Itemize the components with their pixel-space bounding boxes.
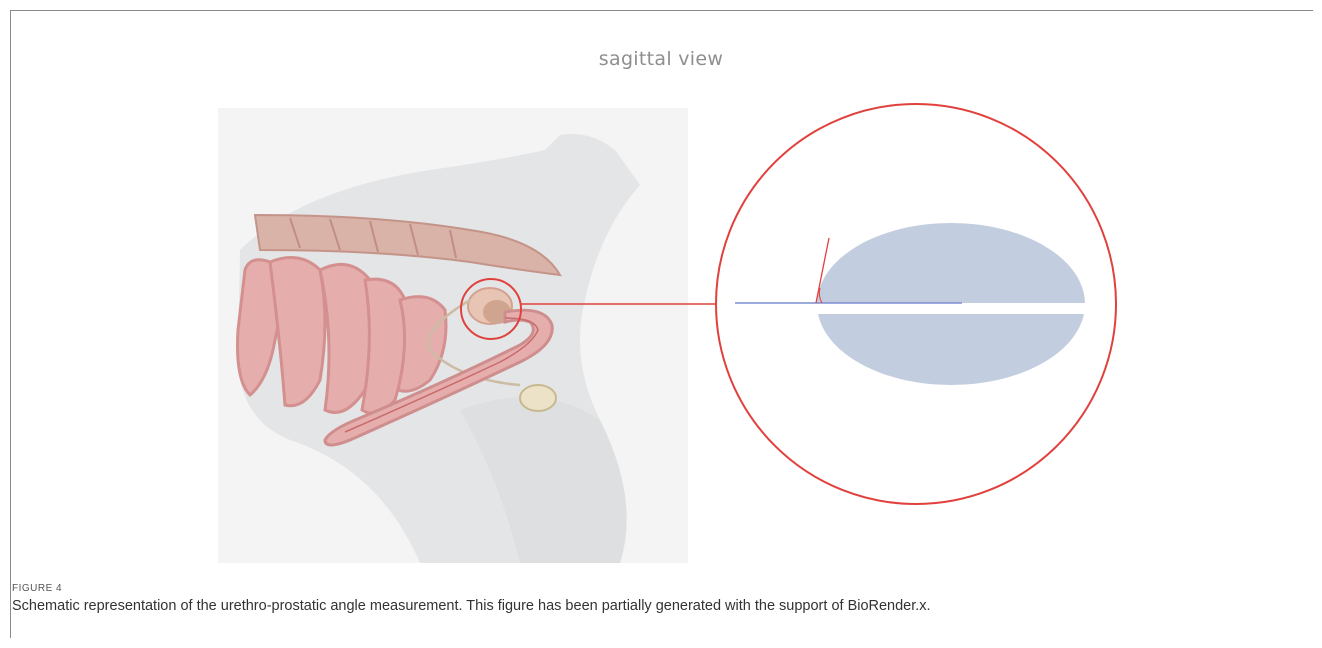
- magnified-view-circle: [716, 104, 1116, 504]
- testis: [520, 385, 556, 411]
- figure-caption: Schematic representation of the urethro-…: [12, 598, 931, 614]
- figure-number: FIGURE 4: [12, 583, 62, 594]
